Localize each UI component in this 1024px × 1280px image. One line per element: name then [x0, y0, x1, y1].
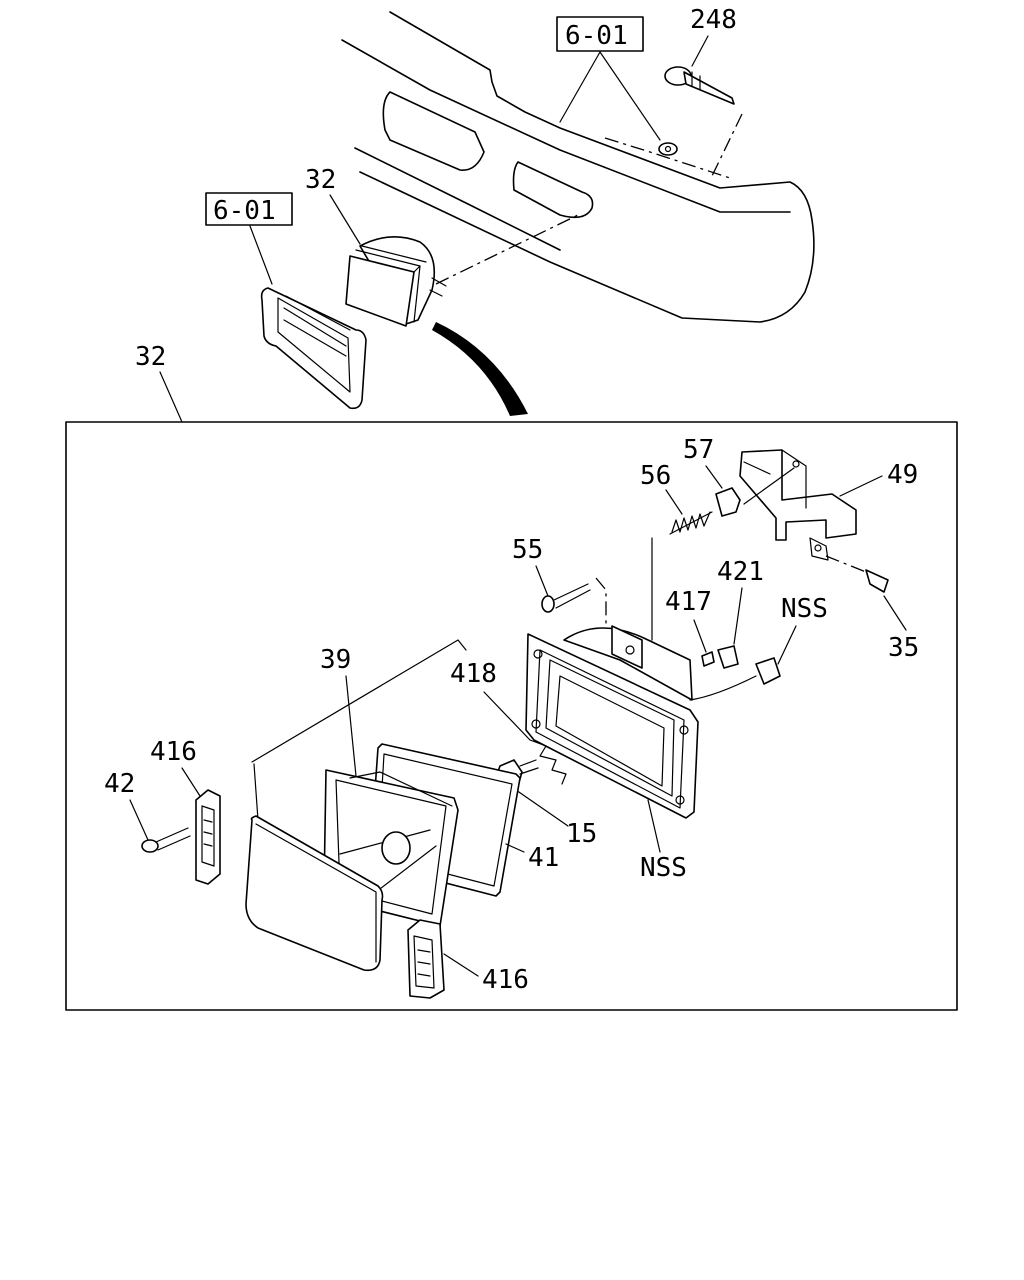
label-41: 41 [528, 843, 559, 873]
screw-35: 35 [825, 555, 919, 663]
fog-lamp-32-top: 32 [305, 165, 581, 327]
nut-57: 57 [683, 435, 795, 517]
label-417: 417 [665, 587, 712, 617]
screw-55: 55 [512, 535, 607, 640]
clip-421: 421 [717, 557, 764, 669]
label-416-bottom: 416 [482, 965, 529, 995]
bumper-assembly [341, 11, 815, 323]
label-421: 421 [717, 557, 764, 587]
label-49: 49 [887, 460, 918, 490]
bracket-416-top: 416 [150, 737, 221, 885]
label-55: 55 [512, 535, 543, 565]
lamp-housing: NSS [525, 625, 699, 883]
detail-arrow [432, 322, 528, 416]
label-nss-top: NSS [781, 594, 828, 624]
screw-42: 42 [104, 769, 191, 853]
connector-nss-top: NSS [689, 594, 828, 701]
label-35: 35 [888, 633, 919, 663]
label-42: 42 [104, 769, 135, 799]
label-32-box: 32 [135, 342, 166, 372]
bezel-6-01-left: 6-01 [205, 192, 367, 410]
label-418: 418 [450, 659, 497, 689]
ref-label-6-01-top: 6-01 [565, 21, 628, 51]
label-57: 57 [683, 435, 714, 465]
bumper-nut [604, 137, 731, 179]
label-56: 56 [640, 461, 671, 491]
label-416-top: 416 [150, 737, 197, 767]
label-32-top: 32 [305, 165, 336, 195]
bracket-416-bottom: 416 [407, 919, 529, 999]
pin-417: 417 [665, 587, 715, 667]
ref-label-6-01-left: 6-01 [213, 196, 276, 226]
label-nss-bottom: NSS [640, 853, 687, 883]
bracket-49: 49 [739, 449, 918, 561]
spring-clip-418: 418 [450, 659, 567, 785]
spring-56: 56 [640, 461, 713, 641]
label-39: 39 [320, 645, 351, 675]
detail-frame: 32 [65, 342, 958, 1011]
lens [245, 815, 384, 972]
label-248: 248 [690, 5, 737, 35]
clip-248: 248 [664, 5, 743, 177]
ref-box-6-01-top: 6-01 [556, 16, 661, 141]
label-15: 15 [566, 819, 597, 849]
